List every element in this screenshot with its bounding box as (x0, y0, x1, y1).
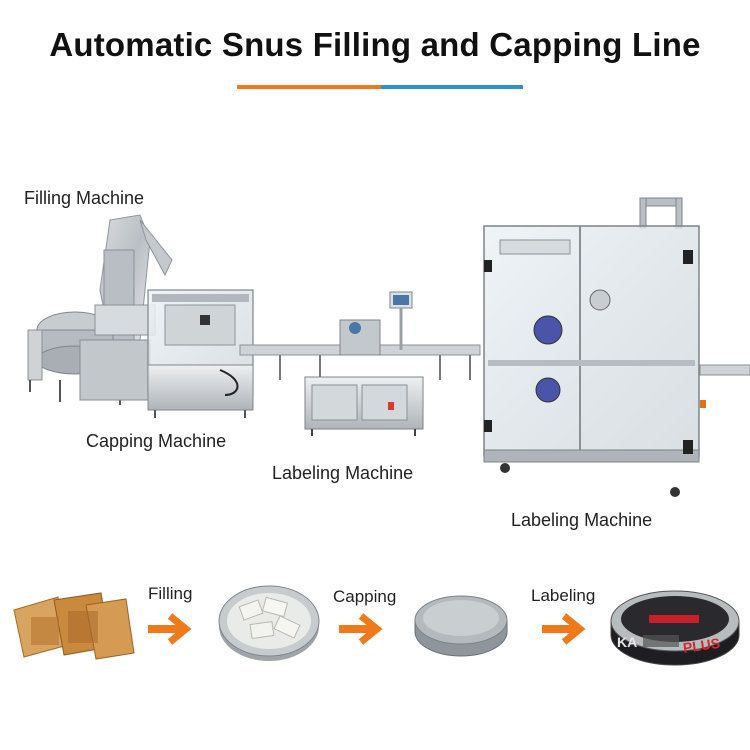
labeling-machine-label-large: Labeling Machine (511, 510, 653, 530)
can-label-ka: KA (617, 634, 637, 650)
filling-machine-label: Filling Machine (24, 188, 145, 208)
step-label-capping: Capping (333, 587, 397, 606)
snus-pouches-image (13, 592, 135, 660)
step-label-filling: Filling (148, 584, 193, 603)
filled-can-image (218, 585, 320, 661)
small-labeling-machine (304, 291, 424, 436)
filling-machine (27, 214, 173, 405)
large-labeling-machine (483, 197, 706, 497)
underline-blue-segment (381, 85, 523, 89)
capped-can-image (414, 595, 508, 657)
page-title: Automatic Snus Filling and Capping Line (49, 26, 701, 63)
can-label-brand: PLUS (682, 635, 721, 656)
arrow-right-icon (339, 613, 383, 645)
arrow-right-icon (148, 613, 192, 645)
arrow-right-icon (542, 613, 586, 645)
title-underline (237, 85, 523, 89)
capping-machine-label: Capping Machine (86, 431, 227, 451)
underline-orange-segment (237, 85, 381, 89)
production-line-image (27, 197, 750, 497)
step-label-labeling: Labeling (531, 586, 596, 605)
labeled-can-image: KA PLUS (610, 590, 740, 666)
capping-machine (147, 289, 254, 418)
labeling-machine-label-small: Labeling Machine (272, 463, 414, 483)
